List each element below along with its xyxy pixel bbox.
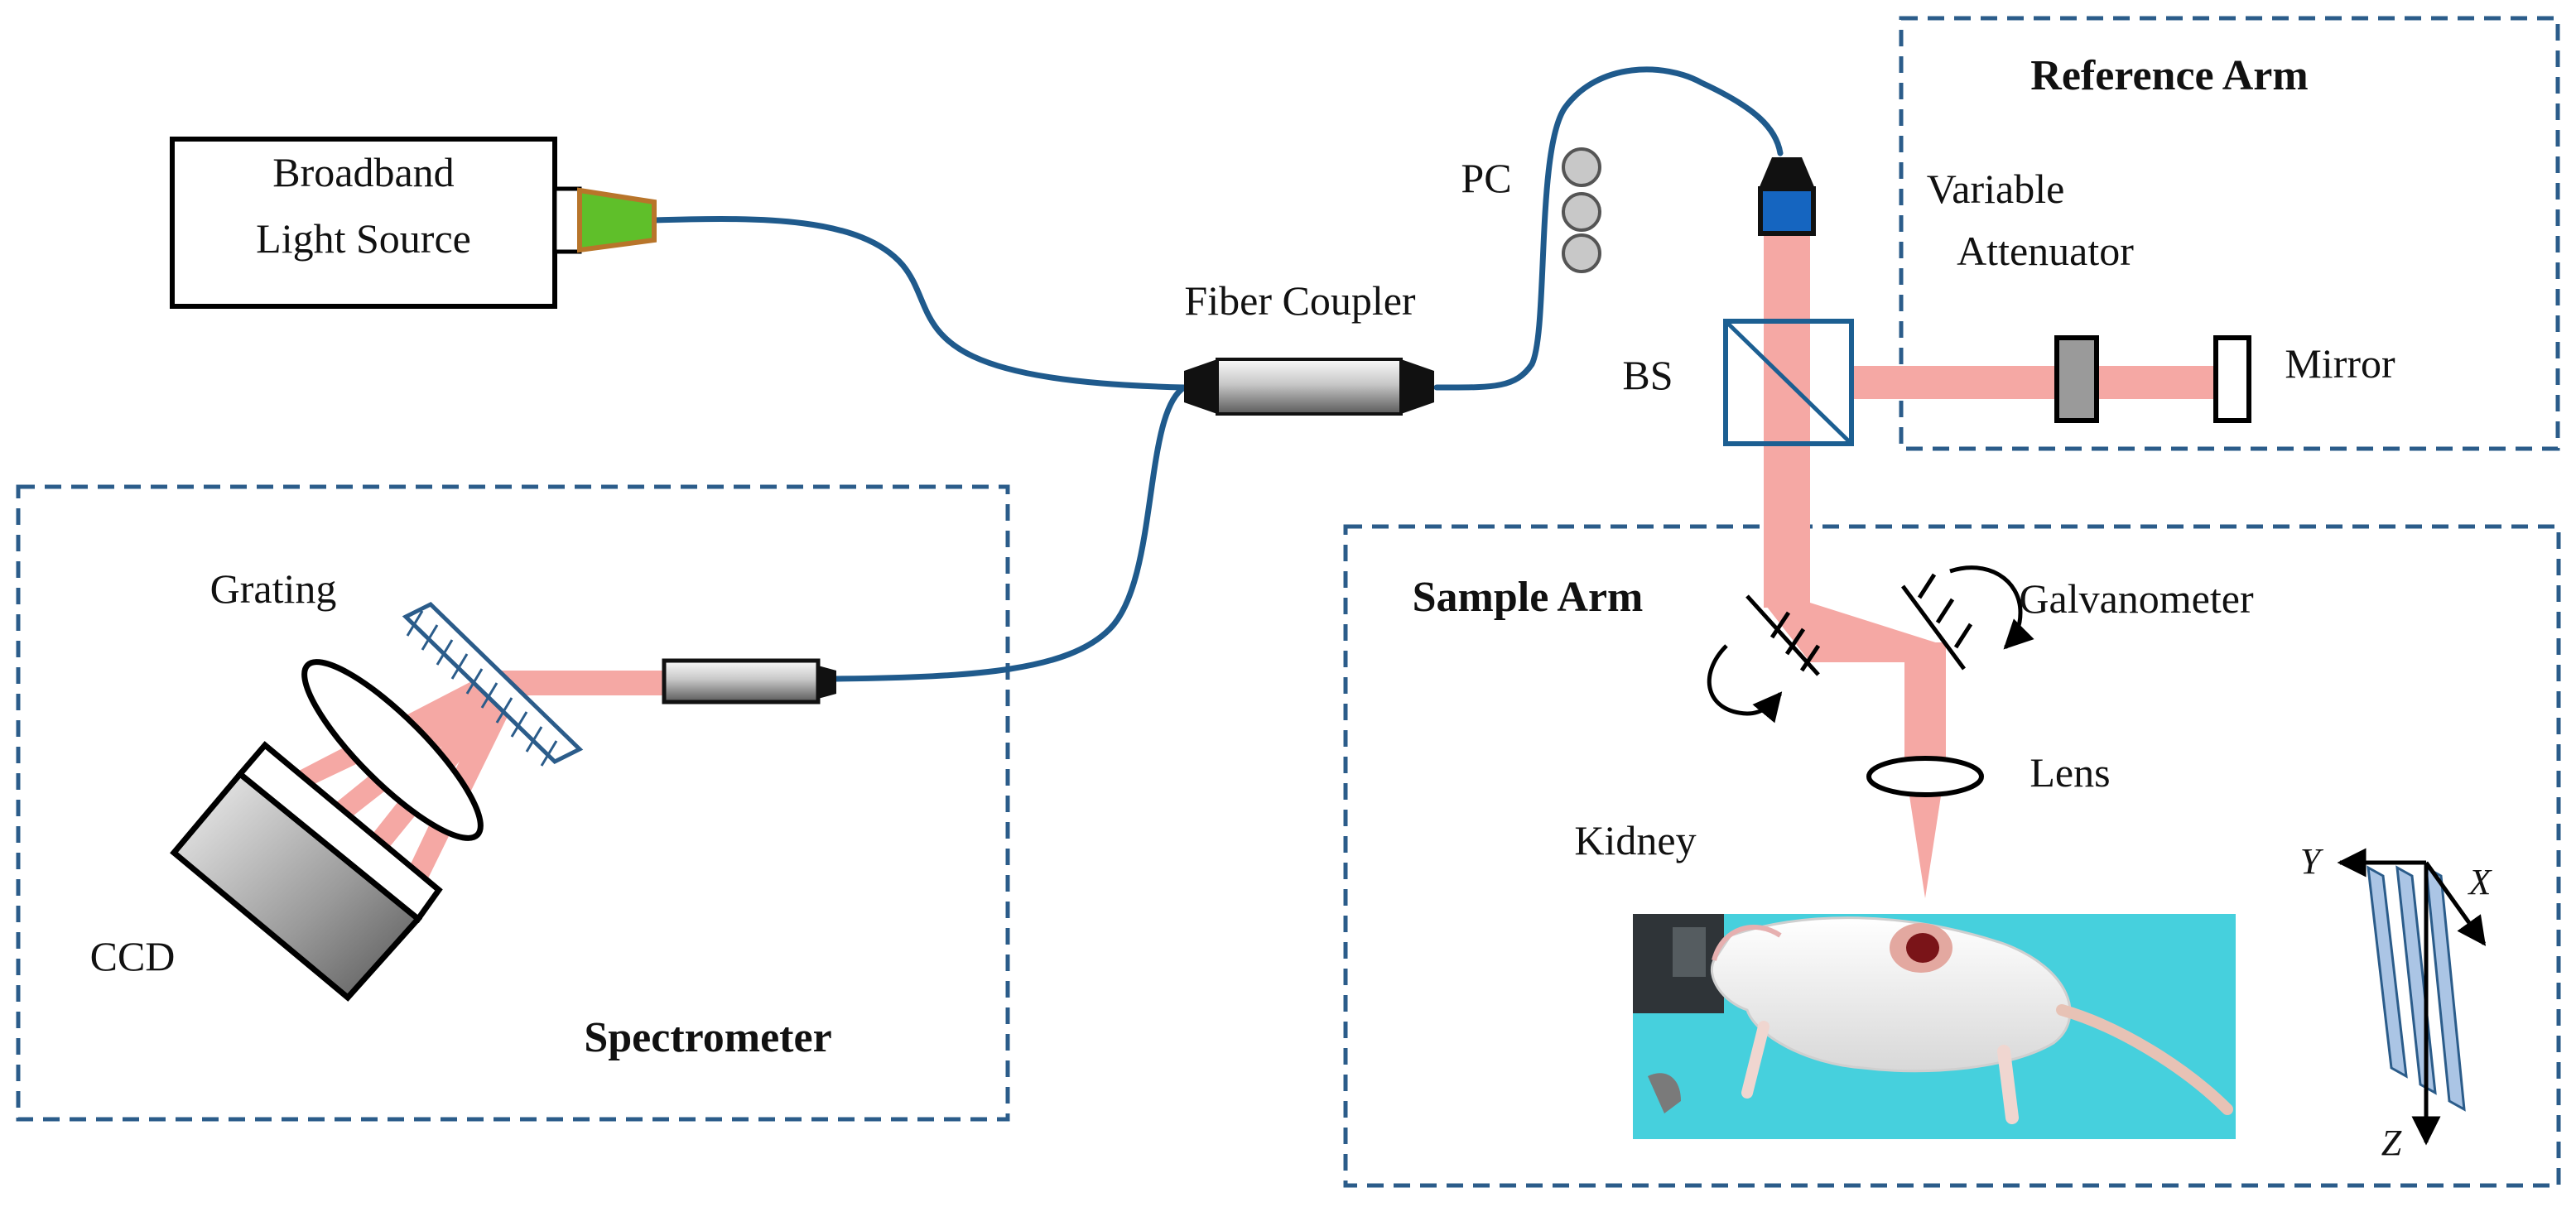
light-source-label-line1: Broadband (272, 149, 454, 195)
attenuator-label-line2: Attenuator (1957, 228, 2134, 274)
beam-splitter: BS (1622, 319, 1854, 446)
grating-label: Grating (210, 565, 337, 612)
reference-arm: Reference Arm Variable Attenuator Mirror (1927, 52, 2395, 423)
attenuator-label-line1: Variable (1927, 166, 2065, 212)
bs-label: BS (1622, 352, 1673, 398)
spectrometer-label: Spectrometer (584, 1014, 831, 1061)
spectrometer-frame (16, 484, 1010, 1122)
spectrometer-collimator-cap (818, 666, 836, 699)
sample-arm-frame (1343, 524, 2561, 1188)
light-source-port (552, 186, 582, 254)
beam-splitter-cube (1723, 319, 1854, 446)
vertical-beam-to-bs (1764, 225, 1810, 608)
fiber-coupler: Fiber Coupler (1184, 277, 1434, 416)
sample-beam-bend (1764, 603, 1946, 662)
diffraction-grating (402, 601, 584, 767)
rat-kidney-photo (1633, 914, 2236, 1139)
light-beams (278, 225, 2216, 921)
galvo-mirror-1 (1707, 594, 1821, 724)
fiber-source-to-coupler (651, 216, 1187, 391)
galvanometer-label: Galvanometer (2019, 575, 2254, 622)
lens-label: Lens (2030, 749, 2110, 796)
focused-beam (1909, 791, 1942, 898)
fiber-spectrometer-to-coupler (833, 384, 1187, 682)
broadband-light-source: Broadband Light Source (170, 137, 657, 309)
scan-coordinate-axes: Y X Z (2300, 841, 2493, 1163)
kidney-label: Kidney (1574, 817, 1696, 863)
polarization-controller: PC (1461, 147, 1601, 273)
coupler-body (1216, 358, 1403, 416)
spectrometer: Grating CCD Spectrometer (90, 565, 836, 1061)
pc-paddle-3 (1562, 233, 1601, 273)
rotation-arrow-1-icon (1707, 644, 1783, 724)
axis-z-label: Z (2381, 1123, 2402, 1163)
source-cone-icon (577, 187, 657, 253)
reference-arm-label: Reference Arm (2030, 52, 2308, 99)
reference-arm-frame (1899, 16, 2560, 451)
scan-plane-1 (2367, 865, 2408, 1079)
axis-x-arrow (2424, 861, 2487, 946)
pc-paddle-1 (1562, 147, 1601, 187)
objective-lens (1866, 756, 1984, 797)
variable-attenuator (2054, 335, 2099, 423)
light-source-box (170, 137, 557, 309)
sample-arm-label: Sample Arm (1413, 574, 1644, 621)
beam-splitter-diagonal (1724, 320, 1853, 445)
sample-arm: Sample Arm Galvanometer Lens Kidney (1413, 565, 2493, 1163)
rotation-arrow-2-icon (1949, 565, 2034, 650)
spectrometer-lens (301, 659, 484, 841)
light-source-label-line2: Light Source (256, 215, 471, 262)
sample-collimator (1758, 157, 1816, 236)
coupler-left-cap (1184, 359, 1217, 414)
fibers (651, 66, 1784, 682)
ccd-camera (170, 741, 443, 1002)
collimator-cap (1759, 157, 1815, 189)
pc-label: PC (1461, 155, 1511, 201)
axis-y-label: Y (2300, 841, 2324, 882)
pc-paddle-2 (1562, 192, 1601, 232)
spectrometer-beam (497, 671, 667, 695)
reference-beam (1853, 366, 2216, 399)
axis-x-label: X (2468, 862, 2493, 902)
galvo-mirror-2 (1900, 565, 2034, 671)
collimator-body (1758, 186, 1816, 236)
ccd-label: CCD (90, 933, 176, 979)
fiber-coupler-label: Fiber Coupler (1184, 277, 1415, 324)
fiber-coupler-to-sample (1433, 66, 1784, 391)
spectrometer-collimator-body (662, 658, 821, 704)
sample-beam-down (1904, 642, 1946, 767)
mirror-label: Mirror (2285, 340, 2395, 387)
reference-mirror (2213, 335, 2251, 423)
coupler-right-cap (1401, 359, 1434, 414)
